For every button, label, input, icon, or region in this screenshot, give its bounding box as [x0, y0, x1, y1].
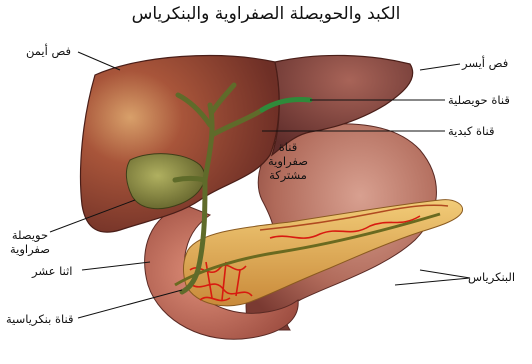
- diagram-title: الكبد والحويصلة الصفراوية والبنكرياس: [0, 4, 532, 24]
- label-pancreas: البنكرياس: [468, 270, 515, 284]
- label-left-lobe: فص أيسر: [462, 56, 508, 70]
- label-common-bile-duct: قناة صفراوية مشتركة: [258, 140, 318, 182]
- label-gallbladder: حويصلة صفراوية: [2, 228, 58, 256]
- label-common-bile-duct-line2: صفراوية: [258, 154, 318, 168]
- label-gallbladder-line2: صفراوية: [2, 242, 58, 256]
- label-pancreatic-duct: قناة بنكرياسية: [6, 312, 74, 326]
- label-gallbladder-line1: حويصلة: [2, 228, 58, 242]
- label-common-bile-duct-line1: قناة: [258, 140, 318, 154]
- label-cystic-duct: قناة حويصلية: [448, 93, 510, 107]
- label-hepatic-duct: قناة كبدية: [448, 124, 495, 138]
- label-common-bile-duct-line3: مشتركة: [258, 168, 318, 182]
- label-right-lobe: فص أيمن: [26, 44, 71, 58]
- liver-right-lobe: [81, 56, 280, 233]
- label-duodenum: اثنا عشر: [32, 264, 73, 278]
